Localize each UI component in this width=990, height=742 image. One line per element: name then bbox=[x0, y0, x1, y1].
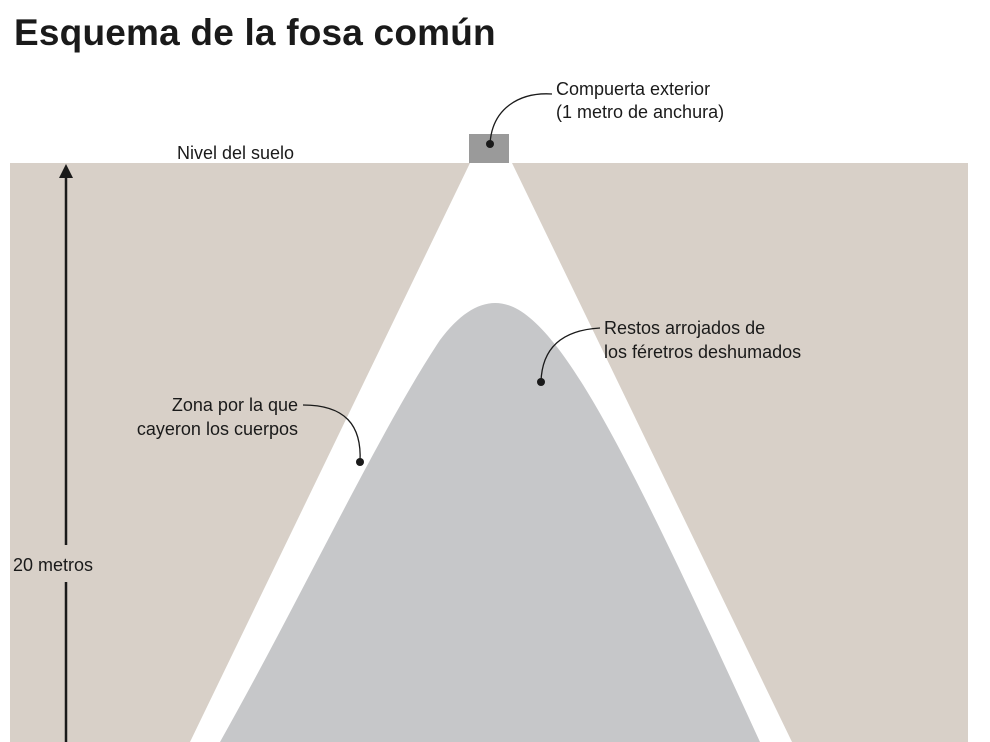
remains-leader-dot bbox=[537, 378, 545, 386]
fall-zone-label-line1: Zona por la que bbox=[172, 395, 298, 415]
remains-mound bbox=[220, 302, 760, 742]
depth-label: 20 metros bbox=[13, 555, 93, 575]
depth-arrow-head bbox=[59, 164, 73, 178]
remains-label-line2: los féretros deshumados bbox=[604, 342, 801, 362]
fall-zone-leader-line bbox=[302, 404, 361, 463]
gate-label-line1: Compuerta exterior bbox=[556, 79, 710, 99]
gate-leader-dot bbox=[486, 140, 494, 148]
gate-label-line2: (1 metro de anchura) bbox=[556, 102, 724, 122]
fall-zone-leader-dot bbox=[356, 458, 364, 466]
fall-zone-label-line2: cayeron los cuerpos bbox=[137, 419, 298, 439]
ground-level-label: Nivel del suelo bbox=[177, 143, 294, 163]
outer-gate bbox=[469, 134, 509, 163]
remains-label-line1: Restos arrojados de bbox=[604, 318, 765, 338]
gate-leader-line bbox=[489, 93, 553, 145]
page-title: Esquema de la fosa común bbox=[14, 12, 496, 53]
remains-leader-line bbox=[540, 327, 601, 383]
